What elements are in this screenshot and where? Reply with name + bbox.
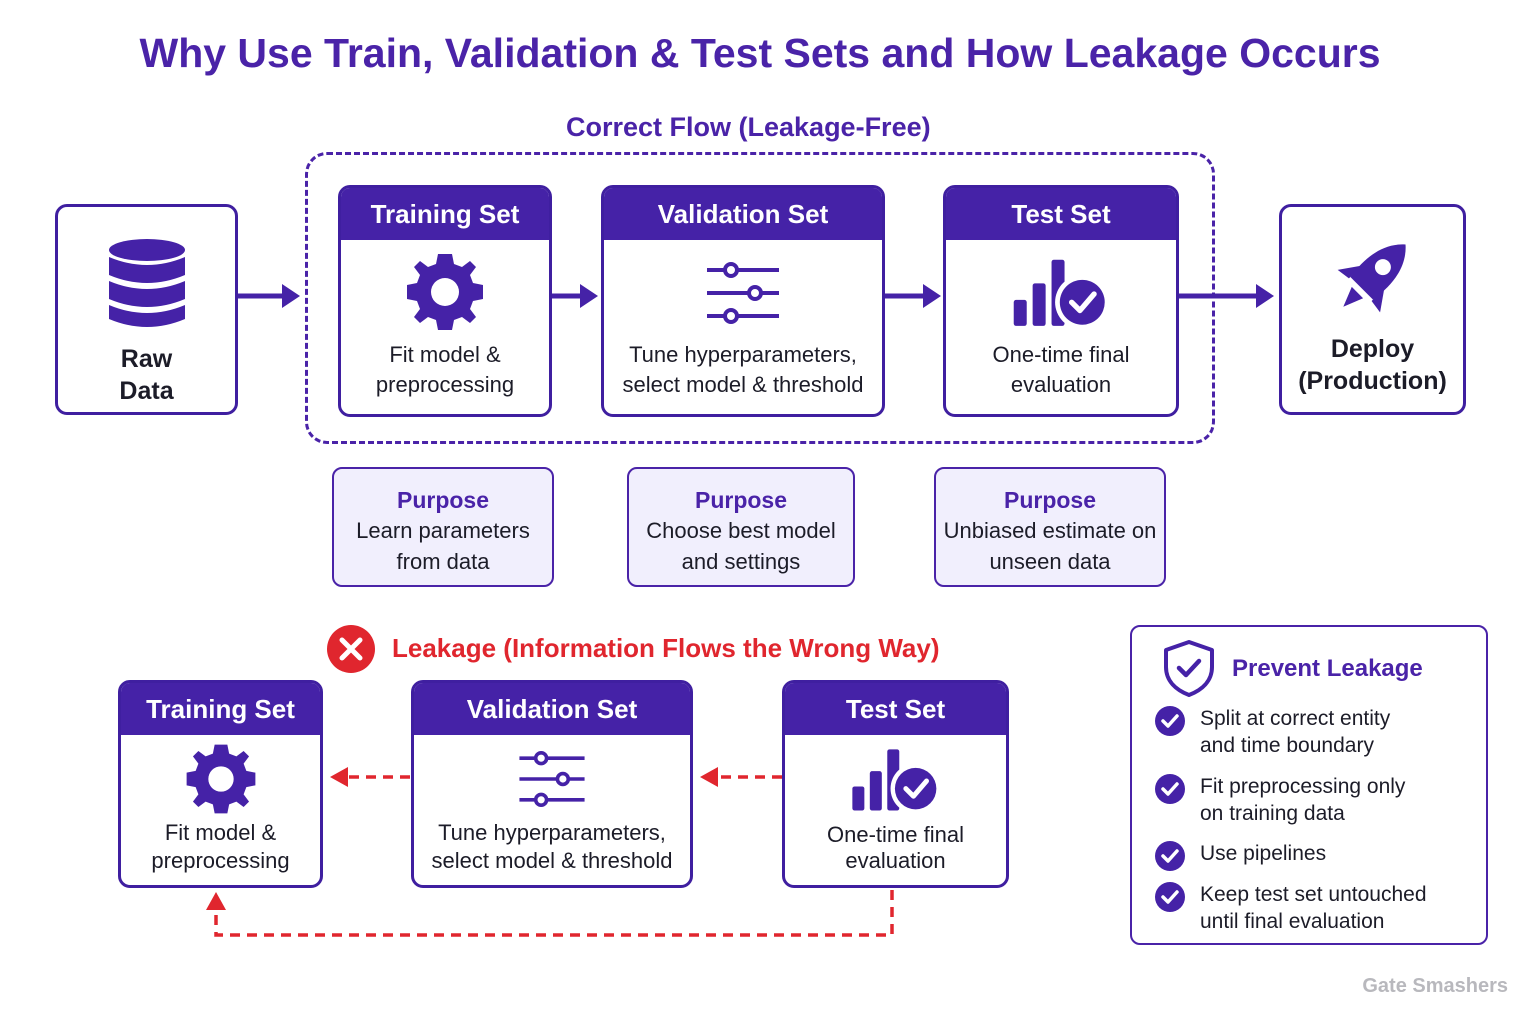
raw-data-box: Raw Data [55, 204, 238, 415]
prevent-item-text: Keep test set untouched [1200, 883, 1427, 906]
check-circle-icon [1154, 773, 1186, 805]
leak-test-card: Test Set One-time final evaluation [782, 680, 1009, 888]
deploy-label-2: (Production) [1298, 367, 1447, 395]
training-desc-2: preprocessing [375, 372, 515, 397]
purpose-box-test: Purpose Unbiased estimate on unseen data [934, 467, 1166, 587]
check-circle-icon [1154, 881, 1186, 913]
prevent-leakage-panel: Prevent Leakage Split at correct entity a… [1130, 625, 1488, 945]
test-set-header: Test Set [946, 188, 1176, 240]
purpose-text: Choose best model [646, 518, 836, 543]
purpose-box-validation: Purpose Choose best model and settings [627, 467, 855, 587]
raw-data-label-2: Data [119, 377, 174, 405]
prevent-leakage-heading: Prevent Leakage [1232, 655, 1423, 682]
purpose-text: Learn parameters [356, 518, 530, 543]
validation-desc-2: select model & threshold [622, 372, 864, 397]
prevent-item-text: Use pipelines [1200, 842, 1327, 865]
prevent-item-text-2: until final evaluation [1200, 910, 1385, 933]
page-title: Why Use Train, Validation & Test Sets an… [139, 30, 1381, 76]
raw-data-label: Raw [120, 345, 173, 373]
prevent-item: Keep test set untouched until final evalu… [1154, 881, 1480, 935]
purpose-text: unseen data [989, 549, 1111, 574]
purpose-heading: Purpose [396, 487, 490, 513]
purpose-text: from data [396, 549, 490, 574]
leak-validation-header: Validation Set [414, 683, 690, 735]
purpose-text: and settings [681, 549, 801, 574]
training-set-card: Training Set Fit model & preprocessing [338, 185, 552, 417]
leak-validation-card: Validation Set Tune hyperparameters, sel… [411, 680, 693, 888]
sliders-icon [517, 750, 587, 808]
correct-flow-heading: Correct Flow (Leakage-Free) [566, 112, 931, 142]
bar-chart-check-icon [848, 745, 944, 817]
prevent-item-text-2: on training data [1200, 802, 1345, 825]
prevent-item-text: Split at correct entity [1200, 707, 1391, 730]
shield-check-icon [1164, 640, 1214, 697]
check-circle-icon [1154, 705, 1186, 737]
prevent-item-text-2: and time boundary [1200, 734, 1374, 757]
purpose-heading: Purpose [694, 487, 788, 513]
training-desc-1: Fit model & [389, 342, 501, 367]
leak-arrow-test-to-training [214, 890, 894, 937]
leak-validation-desc-1: Tune hyperparameters, [438, 820, 666, 845]
check-circle-icon [1154, 840, 1186, 872]
rocket-icon [1337, 244, 1406, 313]
prevent-item: Fit preprocessing only on training data [1154, 773, 1480, 827]
leak-test-header: Test Set [785, 683, 1006, 735]
test-desc-1: One-time final [992, 342, 1130, 367]
leak-test-desc-1: One-time final [827, 822, 964, 847]
gear-icon [186, 744, 255, 814]
purpose-box-training: Purpose Learn parameters from data [332, 467, 554, 587]
leak-training-desc-1: Fit model & [164, 820, 277, 845]
leak-validation-desc-2: select model & threshold [431, 848, 673, 873]
leak-training-header: Training Set [121, 683, 320, 735]
leak-training-desc-2: preprocessing [151, 848, 290, 873]
prevent-item: Use pipelines [1154, 840, 1480, 872]
test-set-card: Test Set One-time final evaluation [943, 185, 1179, 417]
test-desc-2: evaluation [1010, 372, 1112, 397]
prevent-item: Split at correct entity and time boundary [1154, 705, 1480, 759]
deploy-box: Deploy (Production) [1279, 204, 1466, 415]
database-icon [108, 239, 185, 327]
training-set-header: Training Set [341, 188, 549, 240]
purpose-heading: Purpose [1003, 487, 1097, 513]
leak-training-card: Training Set Fit model & preprocessing [118, 680, 323, 888]
validation-set-header: Validation Set [604, 188, 882, 240]
deploy-label: Deploy [1330, 335, 1415, 363]
watermark: Gate Smashers [1362, 975, 1508, 997]
validation-desc-1: Tune hyperparameters, [629, 342, 857, 367]
leakage-heading: Leakage (Information Flows the Wrong Way… [392, 633, 940, 663]
validation-set-card: Validation Set Tune hyperparameters, sel… [601, 185, 885, 417]
error-x-icon [327, 625, 375, 673]
prevent-item-text: Fit preprocessing only [1200, 775, 1406, 798]
leak-test-desc-2: evaluation [845, 848, 946, 873]
purpose-text: Unbiased estimate on [943, 518, 1157, 543]
